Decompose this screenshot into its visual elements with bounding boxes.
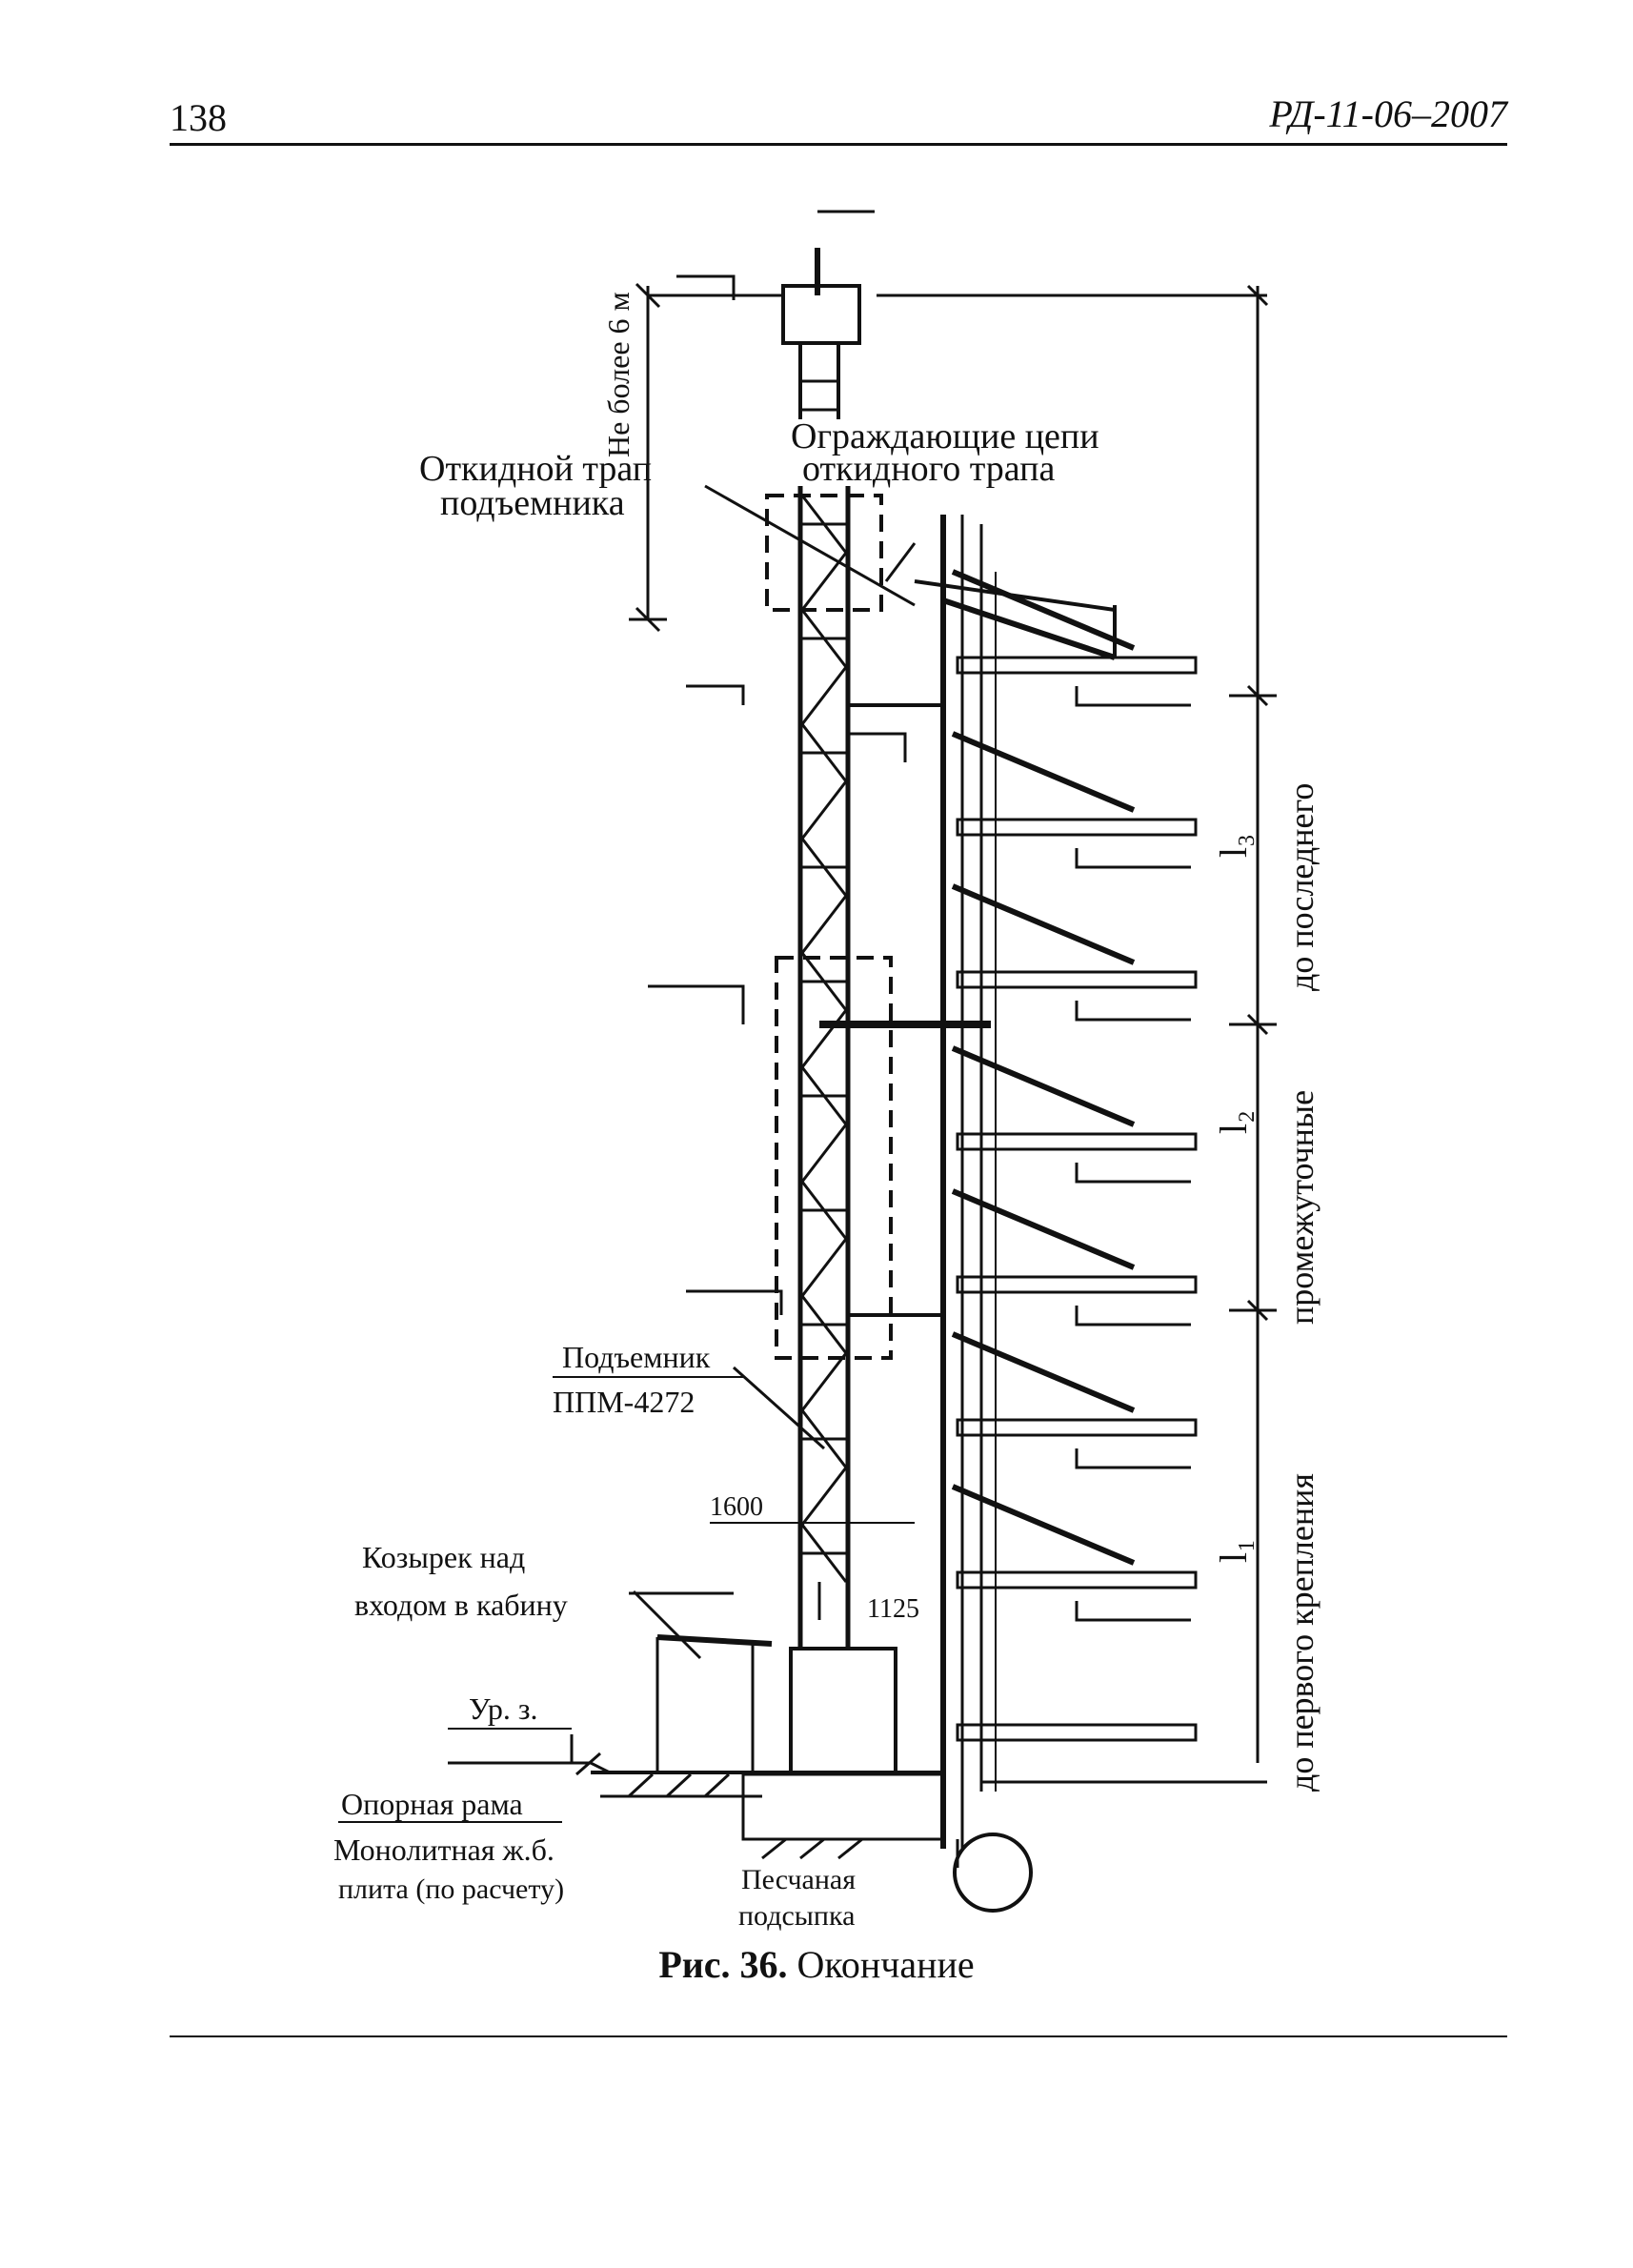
ground-level-label: Ур. з. [469, 1691, 537, 1726]
max-height-label: Не более 6 м [601, 292, 635, 457]
figure-caption: Рис. 36. Окончание [0, 1942, 1633, 1987]
figure-number: Рис. 36. [658, 1943, 788, 1986]
page-number: 138 [170, 96, 227, 139]
footer-rule [170, 2035, 1507, 2037]
first-anchor-label: до первого крепления [1282, 1473, 1321, 1792]
dimension-l2: l₂ [1212, 1110, 1255, 1134]
figure-caption-text: Окончание [796, 1943, 975, 1986]
hoist-model-label: ППМ-4272 [553, 1385, 695, 1419]
canopy-label: входом в кабину [354, 1588, 568, 1622]
slab-label: плита (по расчету) [338, 1873, 564, 1905]
header-rule [170, 143, 1507, 146]
intermediate-label: промежуточные [1282, 1090, 1321, 1325]
fold-ladder-label: Откидной трап [419, 449, 652, 489]
chains-label: откидного трапа [802, 449, 1055, 489]
dimension-l1: l₁ [1212, 1539, 1255, 1563]
dimension-1125: 1125 [867, 1594, 919, 1624]
document-code: РД-11-06–2007 [1269, 92, 1507, 135]
dimension-l3: l₃ [1212, 834, 1255, 858]
fold-ladder-label: подъемника [440, 483, 625, 523]
hoist-label: Подъемник [562, 1340, 711, 1374]
sand-label: Песчаная [741, 1864, 856, 1895]
support-frame-label: Опорная рама [341, 1787, 523, 1821]
dimension-1600: 1600 [710, 1492, 763, 1522]
chains-label: Ограждающие цепи [791, 416, 1099, 456]
slab-label: Монолитная ж.б. [333, 1833, 554, 1867]
canopy-label: Козырек над [362, 1540, 525, 1574]
last-anchor-label: до последнего [1282, 783, 1321, 991]
sand-label: подсыпка [738, 1900, 855, 1932]
